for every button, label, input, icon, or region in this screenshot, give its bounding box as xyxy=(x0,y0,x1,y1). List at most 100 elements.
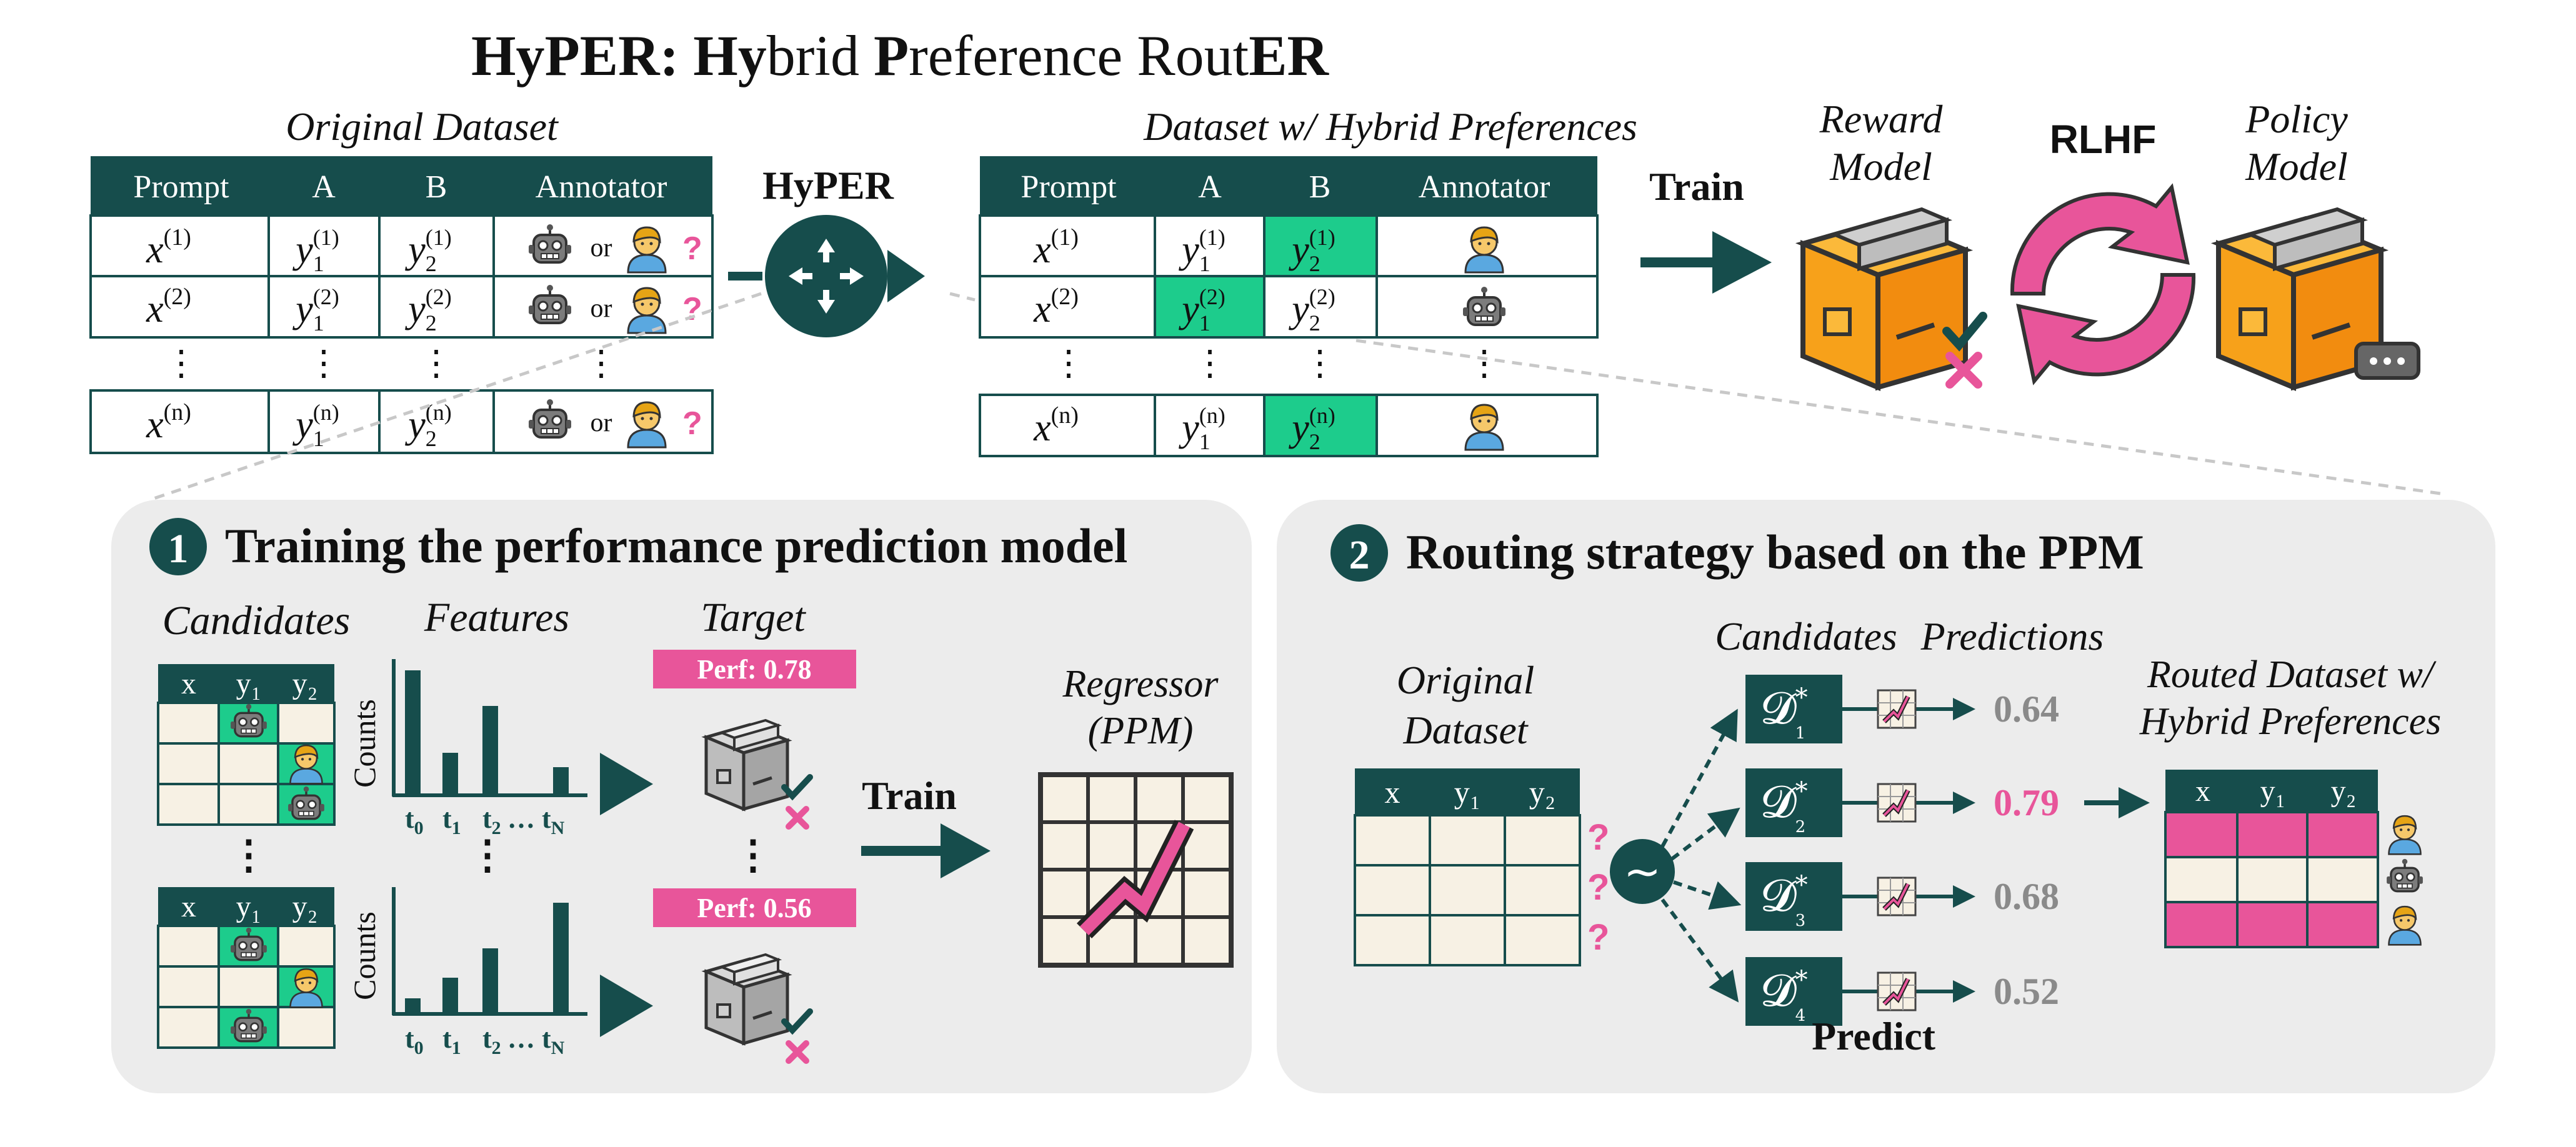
panel1-train-arrow xyxy=(861,823,991,878)
prediction-value-2: 0.79 xyxy=(1994,782,2059,823)
svg-text:t1: t1 xyxy=(442,1023,461,1058)
svg-text:t2: t2 xyxy=(482,803,501,838)
svg-text:x: x xyxy=(181,890,196,923)
svg-text:y₁: y₁ xyxy=(236,890,262,923)
ppm-icon-4 xyxy=(1878,973,1915,1010)
svg-text:Prompt: Prompt xyxy=(1021,169,1117,205)
robot-icon xyxy=(527,223,572,264)
train-arrow-top xyxy=(1640,231,1772,294)
svg-text:x(1): x(1) xyxy=(146,224,191,271)
zoom-lines xyxy=(149,292,2441,502)
svg-text:y1(n): y1(n) xyxy=(1178,403,1226,454)
routed-label-1: Routed Dataset w/ xyxy=(2147,653,2437,696)
candidate-d3: 𝓓*3 xyxy=(1745,862,1842,931)
svg-text:𝓓*3: 𝓓*3 xyxy=(1760,869,1807,930)
svg-text:y1(2): y1(2) xyxy=(292,284,339,335)
svg-text:y₂: y₂ xyxy=(292,667,318,700)
regressor-label-1: Regressor xyxy=(1062,663,1219,705)
svg-text:y2(2): y2(2) xyxy=(404,284,452,335)
robot-icon xyxy=(1462,286,1507,326)
panel1-target-label: Target xyxy=(701,595,806,640)
routed-dataset-table: x y₁ y₂ xyxy=(2164,770,2379,948)
ppm-icon-1 xyxy=(1878,690,1915,728)
svg-text:x(n): x(n) xyxy=(1033,402,1079,449)
train-label-top: Train xyxy=(1649,164,1744,209)
svg-text:y2(2): y2(2) xyxy=(1288,284,1335,335)
policy-model-label-2: Model xyxy=(2245,144,2348,189)
candidate-d4: 𝓓*4 xyxy=(1745,957,1842,1026)
svg-text:or: or xyxy=(591,409,612,437)
chosen-cell-row1 xyxy=(1264,216,1377,276)
svg-text:x: x xyxy=(2195,775,2210,808)
header-a: A xyxy=(312,169,336,205)
svg-text:B: B xyxy=(1309,169,1331,205)
vdots-col4: ⋮ xyxy=(584,344,619,383)
annotator-row3: or ? xyxy=(527,398,702,449)
svg-text:y₁: y₁ xyxy=(1454,775,1480,810)
svg-text:… tN: … tN xyxy=(507,803,565,838)
svg-text:or: or xyxy=(591,294,612,323)
routed-label-2: Hybrid Preferences xyxy=(2139,700,2442,743)
svg-text:y₁: y₁ xyxy=(236,667,262,700)
reward-model-label-1: Reward xyxy=(1819,97,1944,141)
original-dataset-label: Original Dataset xyxy=(286,104,559,149)
svg-text:t0: t0 xyxy=(405,1023,424,1058)
prediction-value-1: 0.64 xyxy=(1994,688,2059,730)
best-route-arrow xyxy=(2084,787,2150,818)
panel-training xyxy=(111,500,1252,1093)
svg-text:y₂: y₂ xyxy=(292,890,318,923)
candidate-d2: 𝓓*2 xyxy=(1745,768,1842,837)
svg-text:A: A xyxy=(1198,169,1222,205)
svg-text:x: x xyxy=(1385,775,1400,810)
svg-text:or: or xyxy=(591,234,612,262)
perf-badge-1 xyxy=(653,650,856,688)
chosen-cell-row3 xyxy=(1264,395,1377,456)
hist2-bar-tN xyxy=(553,903,569,1014)
svg-text:?: ? xyxy=(682,231,702,267)
main-title: HyPER: Hybrid Preference RoutER xyxy=(471,24,1330,87)
original-dataset-table: Prompt A B Annotator x(1) y1(1) y2(1) x(… xyxy=(89,156,714,454)
human-icon xyxy=(627,226,667,274)
sampling-arrows xyxy=(1660,708,1742,1003)
predict-label: Predict xyxy=(1812,1014,1936,1058)
svg-text:Counts: Counts xyxy=(347,699,382,788)
panel2-title: Routing strategy based on the PPM xyxy=(1406,525,2144,579)
svg-text:Perf: 0.78: Perf: 0.78 xyxy=(697,654,811,685)
hist1-bar-tN xyxy=(553,767,569,795)
svg-text:1: 1 xyxy=(168,526,189,572)
panel2-original-label-1: Original xyxy=(1397,658,1534,702)
svg-text:~: ~ xyxy=(1624,845,1661,898)
svg-text:⋮: ⋮ xyxy=(1192,344,1227,383)
svg-text:y2(1): y2(1) xyxy=(1288,225,1335,276)
panel2-original-label-2: Dataset xyxy=(1402,708,1529,752)
svg-text:x: x xyxy=(181,667,196,700)
candidate-table-1: x y₁ y₂ xyxy=(157,664,336,826)
svg-text:y1(1): y1(1) xyxy=(1178,225,1226,276)
ppm-icon-3 xyxy=(1878,878,1915,915)
rlhf-cycle-icon xyxy=(2010,183,2196,385)
feature-histogram-1: Counts t0 t1 t2 … tN xyxy=(347,659,587,838)
reward-model-box-icon xyxy=(1803,209,1987,387)
hybrid-dataset-label: Dataset w/ Hybrid Preferences xyxy=(1143,104,1637,149)
annotator-row2: or ? xyxy=(527,284,702,334)
candidate-d1: 𝓓*1 xyxy=(1745,675,1842,743)
panel2-predictions-label: Predictions xyxy=(1920,614,2104,658)
hist2-bar-t2 xyxy=(482,948,498,1014)
svg-text:y₂: y₂ xyxy=(1529,775,1555,810)
vdots-col3: ⋮ xyxy=(419,344,454,383)
human-icon xyxy=(627,401,667,449)
svg-text:… tN: … tN xyxy=(507,1023,565,1058)
hist1-bar-t1 xyxy=(442,753,458,795)
annotator-row1: or ? xyxy=(527,223,702,274)
policy-model-label-1: Policy xyxy=(2245,97,2348,141)
row2-x: x xyxy=(146,288,164,330)
hybrid-dataset-table: Prompt A B Annotator x(1) y1(1) y2(1) x(… xyxy=(979,156,1599,457)
hist1-bar-t2 xyxy=(482,706,498,795)
prediction-value-4: 0.52 xyxy=(1994,971,2059,1012)
svg-text:y₂: y₂ xyxy=(2331,775,2357,808)
feature-histogram-2: Counts t0 t1 t2 … tN xyxy=(347,887,587,1058)
header-prompt: Prompt xyxy=(133,169,229,205)
check-icon xyxy=(781,1008,813,1035)
policy-model-box-icon xyxy=(2219,209,2420,387)
hist2-bar-t1 xyxy=(442,978,458,1014)
